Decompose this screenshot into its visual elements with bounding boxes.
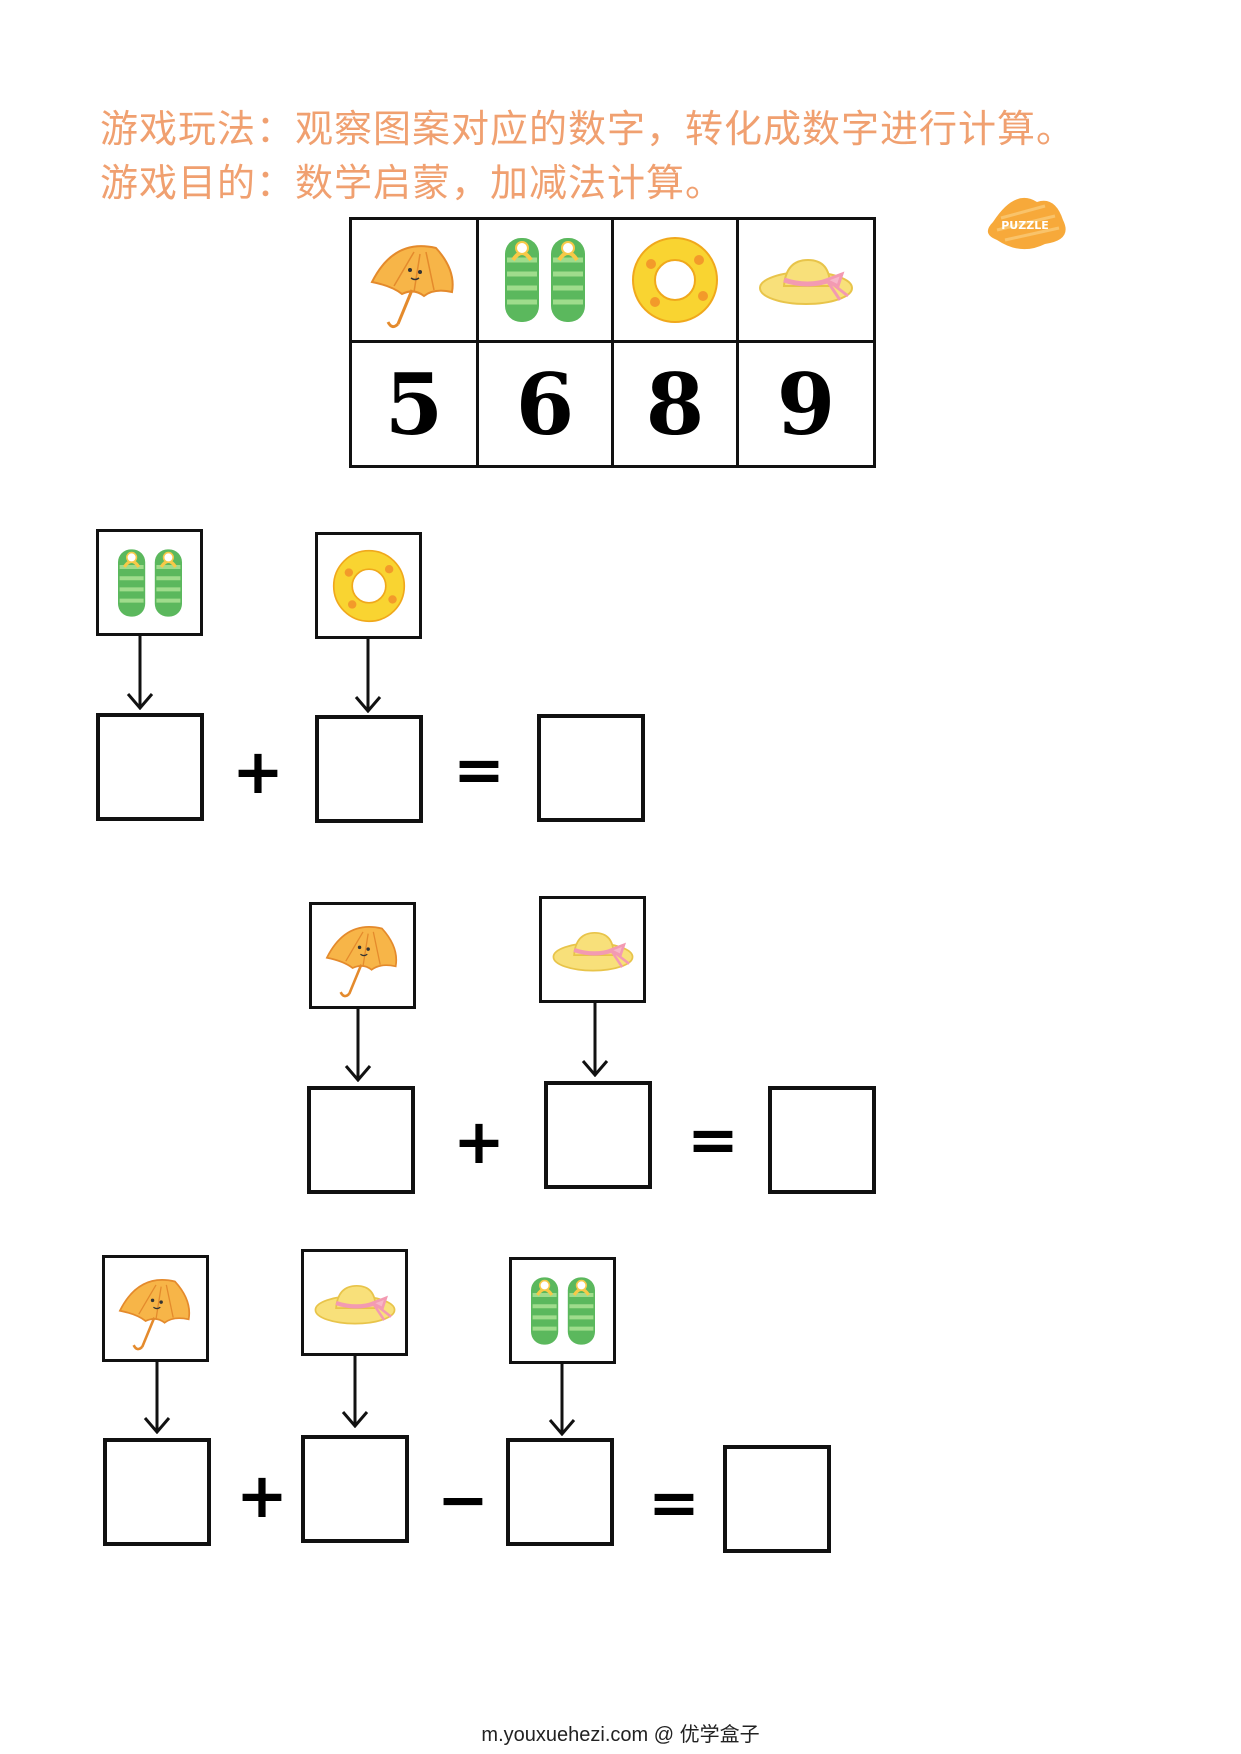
problem-1-icon-box-2 bbox=[315, 532, 422, 639]
legend-value-swim-ring: 8 bbox=[645, 354, 705, 454]
legend-icon-cell bbox=[614, 220, 739, 343]
puzzle-stamp: PUZZLE bbox=[975, 182, 1075, 262]
legend-table: 5 6 8 9 bbox=[349, 217, 876, 468]
flip-flops-icon bbox=[115, 546, 184, 619]
legend-icon-cell bbox=[352, 220, 479, 343]
answer-box[interactable] bbox=[301, 1435, 409, 1543]
legend-icon-cell bbox=[479, 220, 614, 343]
legend-value-umbrella: 5 bbox=[384, 354, 444, 454]
problem-1-icon-box-1 bbox=[96, 529, 203, 636]
answer-box[interactable] bbox=[103, 1438, 211, 1546]
swim-ring-icon bbox=[632, 237, 718, 323]
answer-box[interactable] bbox=[723, 1445, 831, 1553]
sun-hat-icon bbox=[309, 1260, 401, 1346]
legend-value-cell: 9 bbox=[739, 343, 873, 465]
sun-hat-icon bbox=[751, 230, 861, 330]
answer-box[interactable] bbox=[537, 714, 645, 822]
flip-flops-icon bbox=[528, 1274, 597, 1347]
sun-hat-icon bbox=[547, 907, 639, 993]
answer-box[interactable] bbox=[315, 715, 423, 823]
legend-value-flip-flops: 6 bbox=[515, 354, 575, 454]
answer-box[interactable] bbox=[307, 1086, 415, 1194]
arrow-down-icon bbox=[547, 1362, 577, 1436]
arrow-down-icon bbox=[580, 1003, 610, 1077]
footer-watermark: m.youxuehezi.com @ 优学盒子 bbox=[481, 1724, 760, 1746]
minus-operator: − bbox=[437, 1463, 489, 1536]
legend-value-sun-hat: 9 bbox=[776, 354, 836, 454]
swim-ring-icon bbox=[332, 549, 405, 622]
instruction-line-2: 游戏目的：数学启蒙，加减法计算。 bbox=[100, 161, 725, 205]
problem-2-icon-box-2 bbox=[539, 896, 646, 1003]
arrow-down-icon bbox=[353, 639, 383, 713]
puzzle-stamp-text: PUZZLE bbox=[1001, 219, 1048, 232]
legend-value-cell: 8 bbox=[614, 343, 739, 465]
answer-box[interactable] bbox=[96, 713, 204, 821]
arrow-down-icon bbox=[125, 636, 155, 710]
plus-operator: + bbox=[236, 1459, 288, 1532]
instruction-line-1: 游戏玩法：观察图案对应的数字，转化成数字进行计算。 bbox=[100, 107, 1076, 151]
equals-operator: = bbox=[648, 1466, 700, 1539]
flip-flops-icon bbox=[495, 230, 595, 330]
plus-operator: + bbox=[453, 1105, 505, 1178]
answer-box[interactable] bbox=[506, 1438, 614, 1546]
answer-box[interactable] bbox=[544, 1081, 652, 1189]
problem-3-icon-box-3 bbox=[509, 1257, 616, 1364]
equals-operator: = bbox=[453, 733, 505, 806]
equals-operator: = bbox=[687, 1103, 739, 1176]
legend-icon-cell bbox=[739, 220, 873, 343]
legend-value-cell: 6 bbox=[479, 343, 614, 465]
arrow-down-icon bbox=[343, 1008, 373, 1082]
umbrella-icon bbox=[118, 1278, 191, 1350]
problem-2-icon-box-1 bbox=[309, 902, 416, 1009]
problem-3-icon-box-1 bbox=[102, 1255, 209, 1362]
umbrella-icon bbox=[370, 244, 455, 329]
plus-operator: + bbox=[232, 735, 284, 808]
arrow-down-icon bbox=[340, 1354, 370, 1428]
umbrella-icon bbox=[325, 925, 398, 997]
arrow-down-icon bbox=[142, 1360, 172, 1434]
problem-3-icon-box-2 bbox=[301, 1249, 408, 1356]
answer-box[interactable] bbox=[768, 1086, 876, 1194]
legend-value-cell: 5 bbox=[352, 343, 479, 465]
